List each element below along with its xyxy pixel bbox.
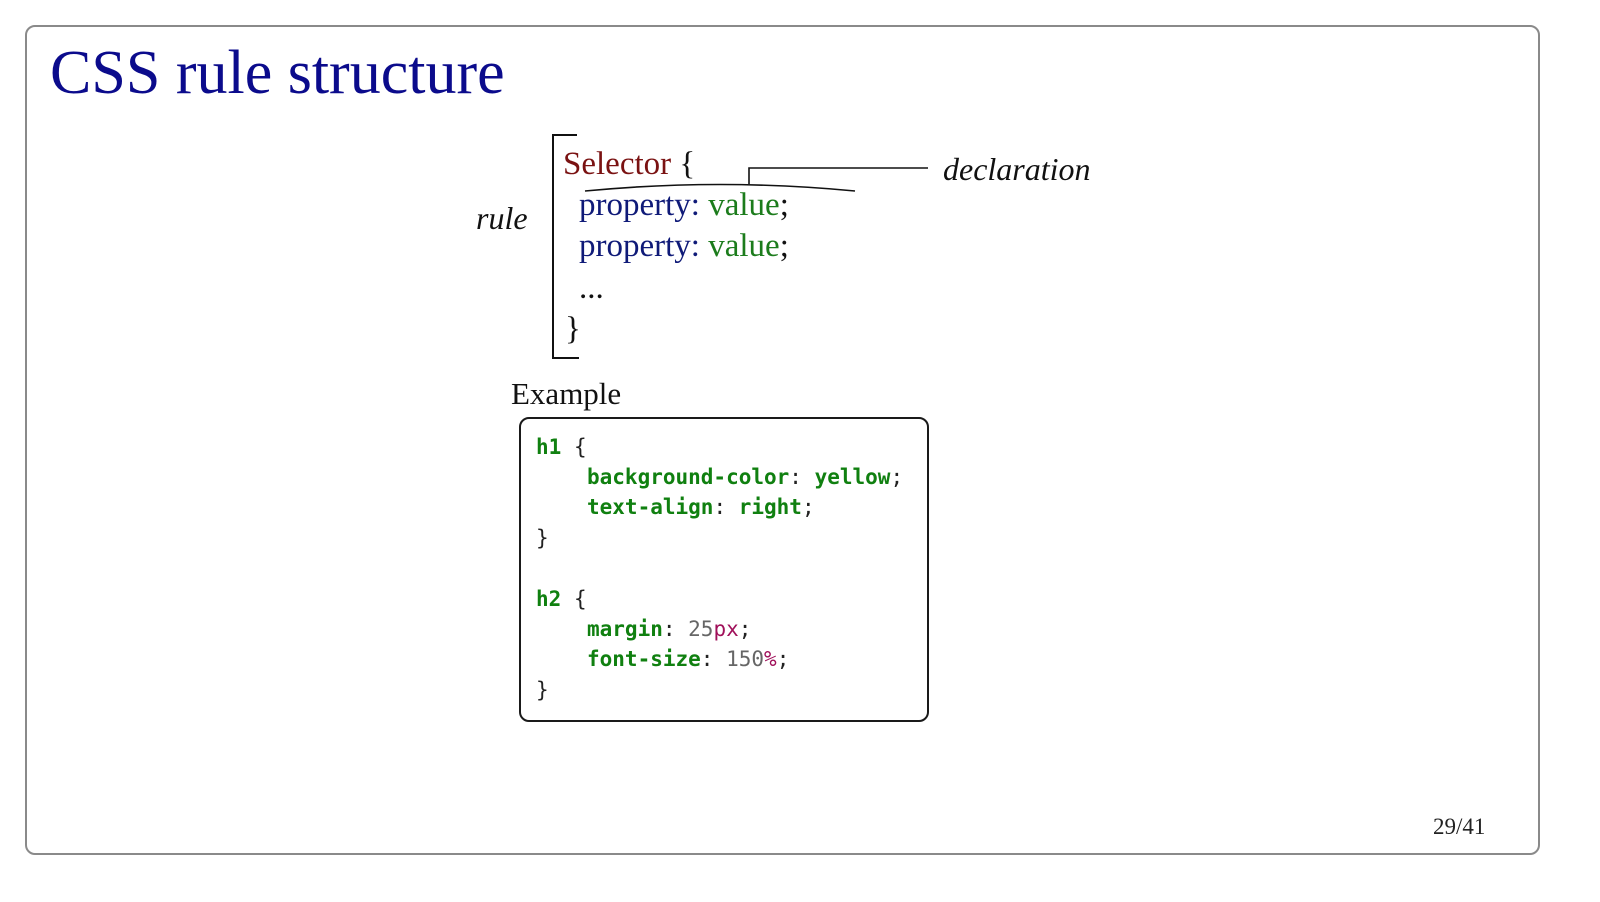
structure-value: value <box>708 187 780 223</box>
code-semicolon: ; <box>738 617 752 641</box>
code-property: margin <box>587 617 663 641</box>
code-property: font-size <box>587 647 701 671</box>
code-semicolon: ; <box>776 647 790 671</box>
code-close-brace: } <box>536 526 549 550</box>
code-selector: h2 <box>536 587 562 611</box>
page-number: 29/41 <box>1433 814 1486 839</box>
structure-ellipsis: ... <box>579 270 604 306</box>
structure-selector-line: Selector { <box>563 148 695 181</box>
code-line: font-size: 150%; <box>587 649 789 670</box>
code-open-brace: { <box>561 587 587 611</box>
code-separator: : <box>662 617 689 641</box>
code-line: background-color: yellow; <box>587 467 903 488</box>
code-number: 25 <box>688 617 714 641</box>
slide-frame <box>25 25 1540 855</box>
code-unit: % <box>764 647 777 671</box>
code-line: margin: 25px; <box>587 619 751 640</box>
code-semicolon: ; <box>801 495 815 519</box>
rule-bracket <box>552 134 579 359</box>
code-property: background-color <box>587 465 790 489</box>
example-label: Example <box>511 376 622 411</box>
structure-declaration-line: property: value; <box>579 230 789 263</box>
structure-close-brace: } <box>565 311 581 347</box>
code-property: text-align <box>587 495 714 519</box>
structure-semicolon: ; <box>779 187 789 223</box>
code-semicolon: ; <box>890 465 904 489</box>
code-value: yellow <box>814 465 891 489</box>
code-value: right <box>738 495 802 519</box>
structure-semicolon: ; <box>779 228 789 264</box>
code-separator: : <box>713 495 739 519</box>
code-line: h1 { <box>536 437 587 458</box>
code-line: text-align: right; <box>587 497 815 518</box>
structure-selector: Selector <box>563 146 672 182</box>
structure-colon: : <box>690 187 700 223</box>
slide-title: CSS rule structure <box>50 39 505 107</box>
code-close-brace: } <box>536 678 549 702</box>
declaration-leader-line <box>748 167 928 184</box>
code-open-brace: { <box>561 435 587 459</box>
code-separator: : <box>789 465 815 489</box>
declaration-label: declaration <box>943 151 1091 187</box>
structure-colon: : <box>690 228 700 264</box>
structure-open-brace: { <box>679 146 696 182</box>
code-selector: h1 <box>536 435 562 459</box>
structure-property: property <box>579 187 691 223</box>
declaration-brace <box>584 183 856 192</box>
code-line: h2 { <box>536 589 587 610</box>
code-number: 150 <box>726 647 765 671</box>
code-unit: px <box>713 617 739 641</box>
rule-label: rule <box>476 200 528 236</box>
code-example-box <box>519 417 929 722</box>
structure-property: property <box>579 228 691 264</box>
structure-declaration-line: property: value; <box>579 189 789 222</box>
structure-value: value <box>708 228 780 264</box>
code-separator: : <box>700 647 727 671</box>
